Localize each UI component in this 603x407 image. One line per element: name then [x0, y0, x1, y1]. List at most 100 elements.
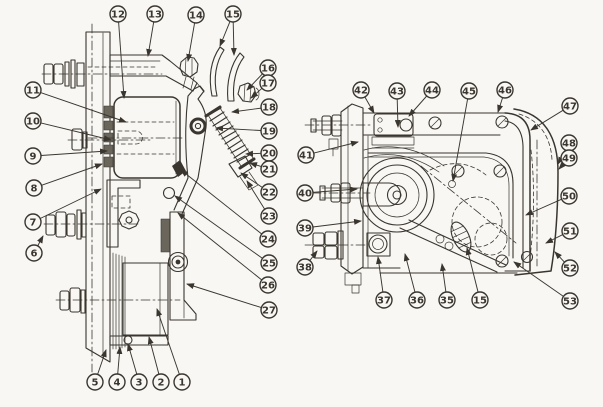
balloon-circle-4 [108, 373, 126, 391]
leader-line-26 [177, 212, 263, 281]
balloon-number-8: 8 [31, 184, 38, 195]
leader-line-11 [40, 92, 127, 123]
balloon-circle-45 [460, 82, 478, 100]
balloon-number-19: 19 [262, 127, 276, 138]
leader-line-12 [118, 21, 127, 99]
balloon-circle-27 [260, 301, 278, 319]
leader-line-36 [403, 253, 416, 293]
balloon-number-4: 4 [114, 378, 121, 389]
callout-24: 24 [180, 169, 277, 248]
leader-line-19 [215, 125, 262, 132]
balloon-number-36: 36 [410, 296, 424, 307]
contact-blades [209, 46, 245, 102]
callout-7: 7 [24, 188, 102, 231]
balloon-number-45: 45 [462, 87, 476, 98]
leader-line-3 [127, 343, 138, 375]
balloon-number-47: 47 [563, 102, 577, 113]
leader-line-6 [37, 235, 44, 247]
molded-cover [513, 108, 559, 276]
mounting-panel [85, 23, 111, 373]
balloon-circle-14 [187, 6, 205, 24]
bearing-bracket [362, 182, 401, 207]
support-arm [169, 211, 197, 321]
leader-line-45 [451, 98, 469, 182]
callout-15: 15 [219, 5, 242, 56]
balloon-circle-26 [259, 276, 277, 294]
leader-line-23 [246, 180, 266, 210]
balloon-number-50: 50 [562, 192, 576, 203]
callout-23: 23 [246, 180, 278, 225]
callout-36: 36 [403, 253, 426, 309]
callout-8: 8 [25, 163, 103, 197]
balloon-number-22: 22 [262, 188, 276, 199]
leader-line-2 [147, 336, 160, 375]
callout-26: 26 [177, 212, 277, 294]
balloon-circle-43 [388, 82, 406, 100]
callout-12: 12 [109, 5, 127, 99]
balloon-number-7: 7 [30, 218, 37, 229]
lever-phantom-line [420, 165, 517, 244]
balloon-circle-36 [408, 291, 426, 309]
callout-22: 22 [240, 172, 278, 201]
balloon-number-6: 6 [31, 249, 38, 260]
leader-line-40 [312, 186, 358, 193]
balloon-number-21: 21 [262, 165, 276, 176]
leader-line-15 [230, 21, 237, 56]
balloon-circle-15 [471, 291, 489, 309]
callout-10: 10 [24, 112, 112, 142]
callout-21: 21 [249, 160, 278, 178]
right-view-drawing [304, 103, 559, 294]
callout-11: 11 [24, 81, 127, 123]
balloon-circle-7 [24, 213, 42, 231]
leader-line-50 [525, 198, 562, 216]
balloon-circle-6 [25, 244, 43, 262]
leader-line-43 [394, 98, 401, 128]
leader-line-49 [558, 161, 566, 170]
balloon-circle-23 [260, 207, 278, 225]
callout-25: 25 [174, 195, 278, 272]
leader-line-9 [40, 148, 108, 156]
leader-line-42 [364, 96, 375, 114]
balloon-number-46: 46 [498, 86, 512, 97]
balloon-number-41: 41 [299, 151, 313, 162]
callout-4: 4 [108, 346, 126, 391]
callout-17: 17 [250, 74, 277, 99]
balloon-circle-50 [560, 187, 578, 205]
balloon-number-20: 20 [262, 149, 276, 160]
bracket-bolt [179, 56, 199, 90]
leader-line-22 [240, 172, 263, 188]
callout-43: 43 [388, 82, 406, 128]
balloon-circle-8 [25, 179, 43, 197]
top-terminal-bolt [310, 114, 343, 157]
balloon-number-11: 11 [26, 86, 40, 97]
leader-line-17 [250, 87, 263, 99]
balloon-circle-1 [173, 373, 191, 391]
kickout-spring [204, 105, 256, 170]
armature-lever [173, 85, 207, 215]
balloon-circle-49 [560, 149, 578, 167]
balloon-number-39: 39 [298, 224, 312, 235]
callout-53: 53 [513, 261, 579, 310]
balloon-number-15: 15 [473, 296, 487, 307]
balloon-number-35: 35 [440, 296, 454, 307]
leader-line-27 [186, 283, 262, 309]
balloon-number-49: 49 [562, 154, 576, 165]
callout-18: 18 [231, 98, 278, 116]
leader-line-15 [219, 21, 231, 47]
callout-46: 46 [496, 81, 514, 113]
balloon-number-48: 48 [562, 139, 576, 150]
leader-line-44 [408, 95, 428, 117]
leader-line-10 [40, 122, 112, 142]
callout-5: 5 [86, 349, 107, 391]
leader-line-37 [375, 256, 384, 293]
balloon-number-16: 16 [261, 64, 275, 75]
balloon-circle-42 [352, 81, 370, 99]
balloon-number-26: 26 [261, 281, 275, 292]
callout-2: 2 [147, 336, 170, 391]
armature-stop-bracket [371, 113, 415, 149]
callout-41: 41 [297, 140, 359, 164]
balloon-circle-40 [296, 184, 314, 202]
balloon-number-14: 14 [189, 11, 203, 22]
